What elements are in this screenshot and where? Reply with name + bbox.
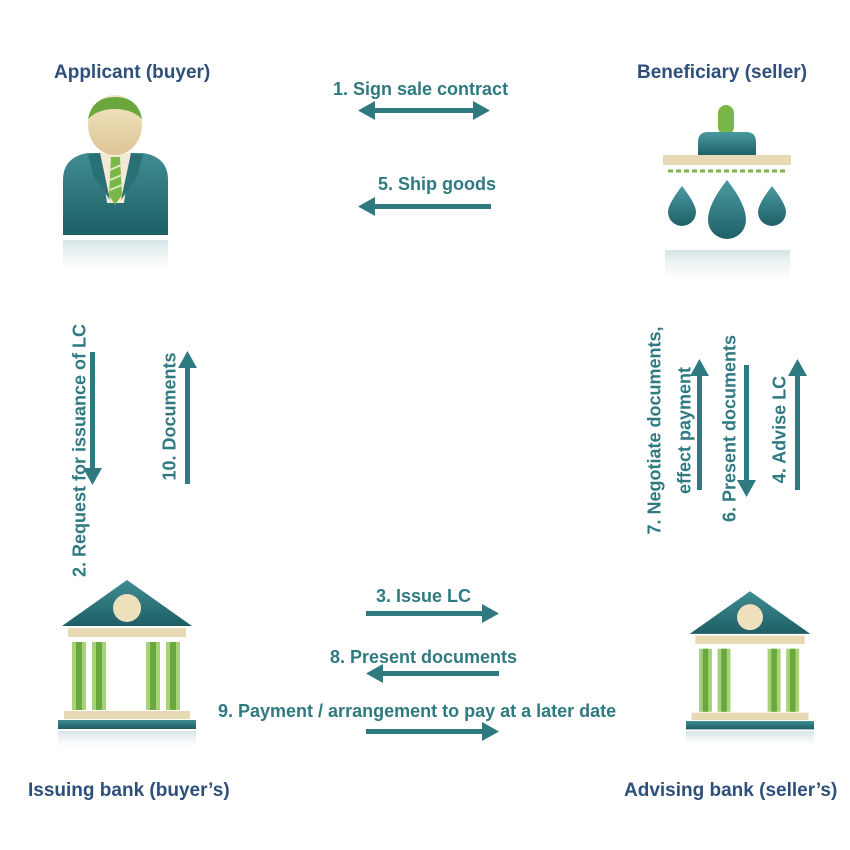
arrow-step-10 — [178, 351, 197, 484]
bank-building-icon — [686, 591, 814, 750]
issuing-bank-title: Issuing bank (buyer’s) — [28, 780, 230, 801]
businessman-icon — [63, 95, 168, 280]
applicant-title: Applicant (buyer) — [54, 62, 211, 83]
step-8-label: 8. Present documents — [330, 647, 518, 667]
step-1-label: 1. Sign sale contract — [333, 79, 509, 99]
arrow-step-2 — [83, 352, 102, 485]
arrow-step-5 — [358, 197, 491, 216]
step-5-label: 5. Ship goods — [378, 174, 497, 194]
bank-building-icon — [58, 580, 196, 751]
arrow-step-8 — [366, 664, 499, 683]
advising-bank-title: Advising bank (seller’s) — [624, 780, 838, 801]
arrow-step-6 — [737, 365, 756, 497]
arrow-step-3 — [366, 604, 499, 623]
arrow-step-1 — [358, 101, 490, 120]
arrow-step-7 — [690, 359, 709, 490]
step-9-label: 9. Payment / arrangement to pay at a lat… — [218, 701, 617, 721]
arrow-step-9 — [366, 722, 499, 741]
step-3-label: 3. Issue LC — [376, 586, 472, 606]
liquid-dispenser-icon — [663, 105, 791, 288]
beneficiary-title: Beneficiary (seller) — [637, 62, 808, 83]
arrow-step-4 — [788, 359, 807, 490]
